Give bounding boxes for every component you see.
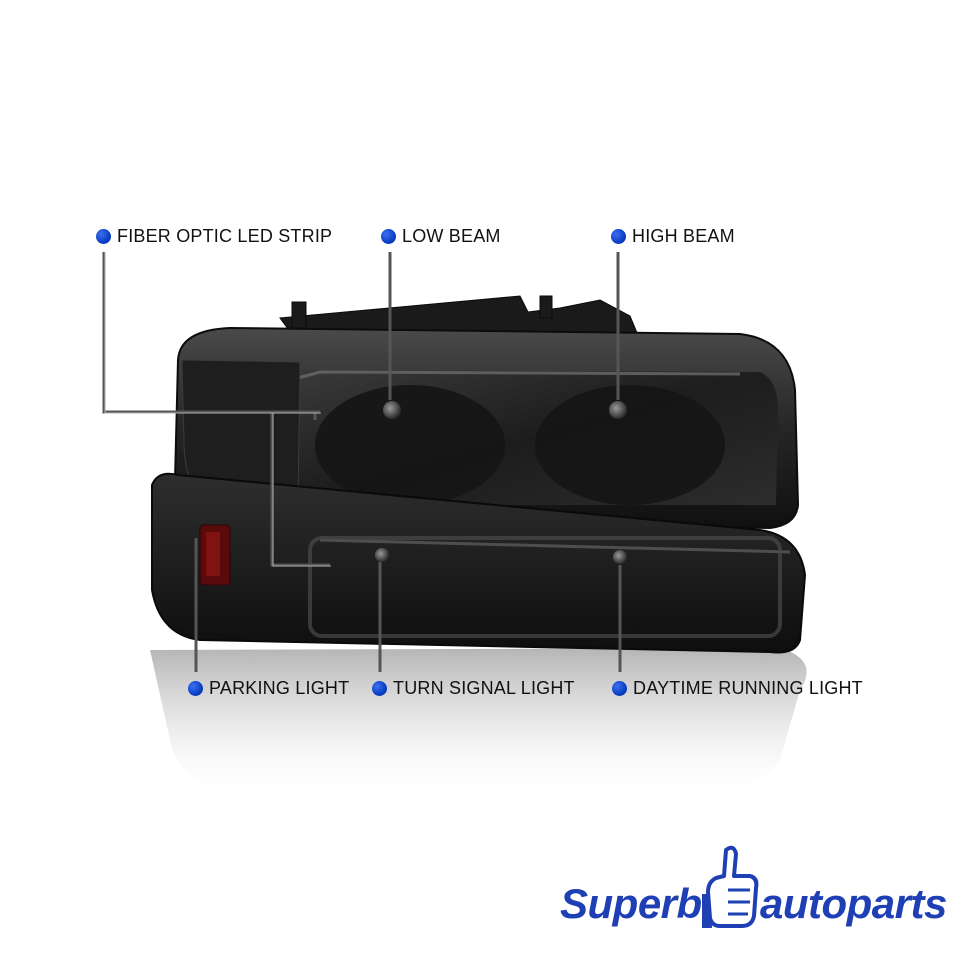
bumper-light-housing — [151, 472, 807, 654]
superb-autoparts-logo: Superb autoparts — [560, 838, 947, 948]
logo-word-superb: Superb — [560, 880, 702, 927]
low-beam-reflector — [315, 385, 505, 505]
callout-dot — [372, 681, 387, 696]
callout-dot — [612, 681, 627, 696]
leader-lines — [102, 252, 622, 672]
callout-label: HIGH BEAM — [632, 226, 735, 246]
leader-fiber-optic — [102, 252, 320, 414]
callout-dot — [611, 229, 626, 244]
turn-signal-bulb — [375, 548, 389, 562]
callout-dot — [188, 681, 203, 696]
callout-label: LOW BEAM — [402, 226, 501, 246]
callout-parking-light: PARKING LIGHT — [188, 678, 349, 699]
callout-dot — [381, 229, 396, 244]
callout-label: PARKING LIGHT — [209, 678, 350, 698]
high-beam-reflector — [535, 385, 725, 505]
fiber-optic-strip — [297, 370, 741, 380]
lower-fiber-strip — [319, 538, 791, 554]
callout-label: DAYTIME RUNNING LIGHT — [633, 678, 863, 698]
high-beam-bulb — [609, 401, 627, 419]
logo-word-autoparts: autoparts — [760, 880, 947, 927]
leader-fiber-optic-lower — [270, 412, 330, 567]
callout-turn-signal: TURN SIGNAL LIGHT — [372, 678, 575, 699]
parking-light-glow — [206, 532, 220, 576]
callout-label: TURN SIGNAL LIGHT — [393, 678, 575, 698]
thumbs-up-icon — [702, 845, 759, 928]
callout-fiber-optic: FIBER OPTIC LED STRIP — [96, 226, 332, 247]
drl-strip-frame — [308, 536, 782, 638]
callout-high-beam: HIGH BEAM — [611, 226, 735, 247]
low-beam-bulb — [383, 401, 401, 419]
callout-drl: DAYTIME RUNNING LIGHT — [612, 678, 863, 699]
headlight-reflection — [150, 648, 807, 800]
drl-bulb — [613, 550, 627, 564]
callout-dot — [96, 229, 111, 244]
callout-label: FIBER OPTIC LED STRIP — [117, 226, 333, 246]
callout-low-beam: LOW BEAM — [381, 226, 501, 247]
